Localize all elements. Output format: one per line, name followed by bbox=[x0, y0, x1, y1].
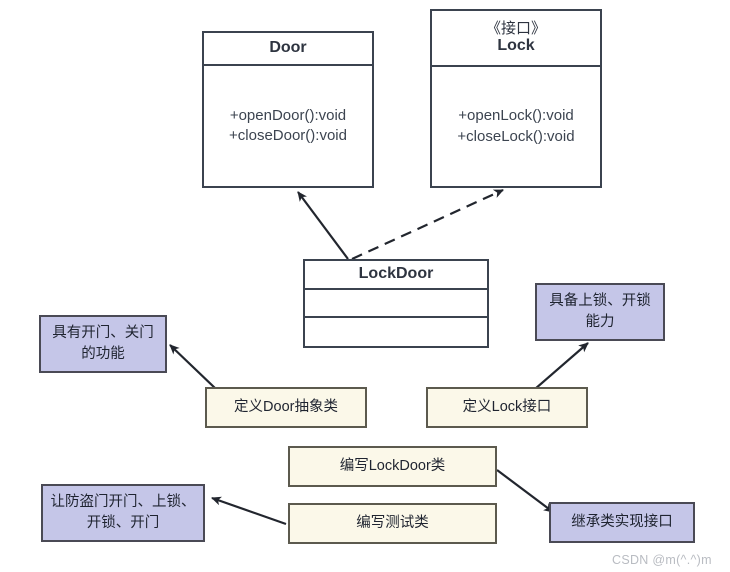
note-result-security-door[interactable]: 让防盗门开门、上锁、开锁、开门 bbox=[41, 484, 205, 542]
watermark-label: CSDN @m(^.^)m bbox=[612, 553, 712, 567]
note-step-define-door[interactable]: 定义Door抽象类 bbox=[205, 387, 367, 428]
note-step-write-test[interactable]: 编写测试类 bbox=[288, 503, 497, 544]
class-member: +openDoor():void bbox=[229, 106, 347, 124]
class-member: +closeLock():void bbox=[457, 127, 575, 145]
class-box-lockdoor[interactable]: LockDoor bbox=[303, 259, 489, 348]
relation-lockdoor-door bbox=[297, 191, 349, 260]
class-box-door[interactable]: Door +openDoor():void +closeDoor():void bbox=[202, 31, 374, 188]
class-title-lock: 《接口》 Lock bbox=[432, 11, 600, 67]
class-name-lock: Lock bbox=[497, 37, 535, 55]
note-step-write-lockdoor[interactable]: 编写LockDoor类 bbox=[288, 446, 497, 487]
class-name-door: Door bbox=[269, 39, 307, 57]
relation-lockdoor-lock bbox=[351, 188, 504, 261]
relation-write-test-to-result bbox=[211, 496, 287, 526]
note-step-define-lock[interactable]: 定义Lock接口 bbox=[426, 387, 588, 428]
class-methods-lockdoor bbox=[305, 318, 487, 346]
class-member: +openLock():void bbox=[458, 107, 574, 125]
note-result-inherit-implement[interactable]: 继承类实现接口 bbox=[549, 502, 695, 543]
relation-define-lock-to-capability bbox=[534, 342, 589, 390]
class-attributes-lockdoor bbox=[305, 290, 487, 318]
note-lock-capability[interactable]: 具备上锁、开锁能力 bbox=[535, 283, 665, 341]
relation-define-door-to-capability bbox=[169, 344, 217, 390]
class-box-lock[interactable]: 《接口》 Lock +openLock():void +closeLock():… bbox=[430, 9, 602, 188]
class-title-door: Door bbox=[204, 33, 372, 66]
class-members-door: +openDoor():void +closeDoor():void bbox=[204, 66, 372, 186]
class-title-lockdoor: LockDoor bbox=[305, 261, 487, 290]
class-members-lock: +openLock():void +closeLock():void bbox=[432, 67, 600, 186]
relation-write-lockdoor-to-inherit bbox=[496, 469, 554, 513]
note-door-capability[interactable]: 具有开门、关门的功能 bbox=[39, 315, 167, 373]
class-member: +closeDoor():void bbox=[229, 127, 347, 144]
class-stereotype-lock: 《接口》 bbox=[485, 19, 546, 37]
class-name-lockdoor: LockDoor bbox=[358, 265, 434, 283]
